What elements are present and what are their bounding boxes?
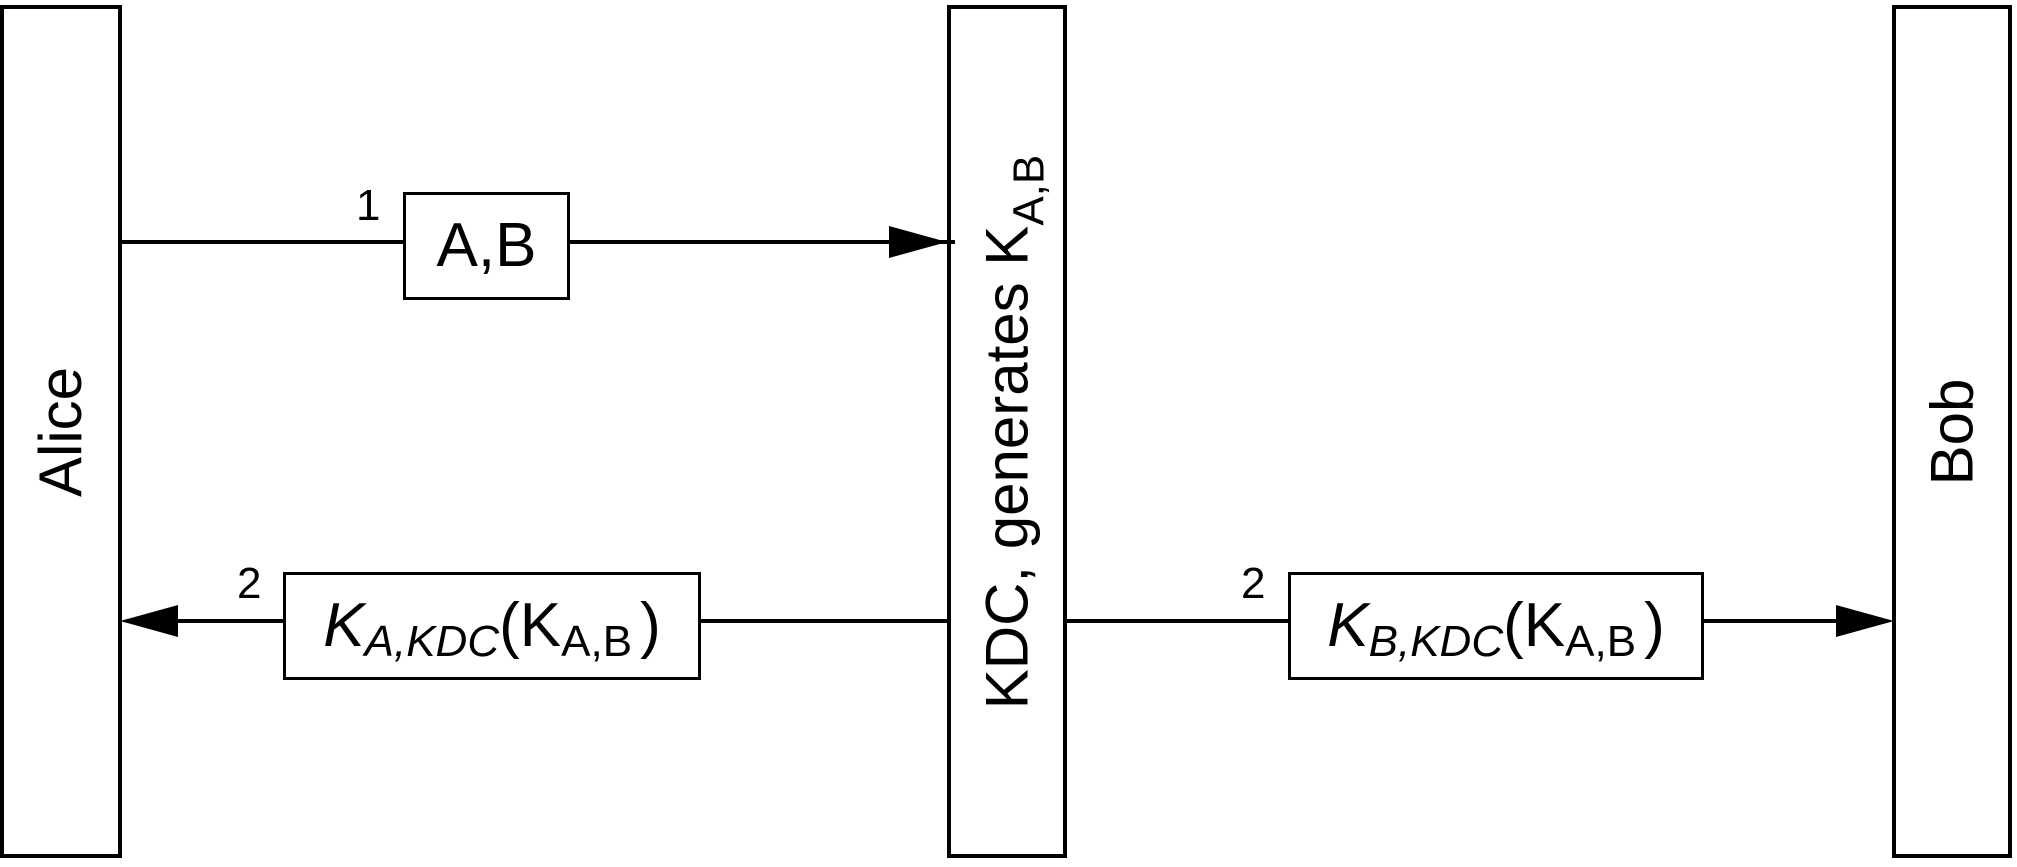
message-2-bob-arrowhead [1836,605,1894,637]
message-2-alice-key: K [323,591,365,660]
message-2-alice-key-subscript: A,KDC [364,617,500,666]
message-2-alice-step-number: 2 [237,559,262,608]
message-2-alice-inner-key: K [519,591,562,660]
kdc-lifeline: KDC, generates KA,B [947,5,1067,858]
message-2-alice-close-paren: ) [640,591,661,660]
message-1-step-number: 1 [356,181,381,230]
kdc-key: K [973,225,1041,266]
message-2-bob-close-paren: ) [1644,591,1665,660]
message-1-arrowhead [889,226,947,258]
message-1-text: A,B [436,211,537,280]
message-2-bob-key: K [1327,591,1369,660]
message-2-bob-inner-key: K [1523,591,1566,660]
alice-lifeline: Alice [0,5,122,858]
message-2-alice-inner-subscript: A,B [561,617,633,666]
bob-label: Bob [1917,378,1985,485]
message-2-bob-open-paren: ( [1503,591,1524,660]
bob-lifeline: Bob [1892,5,2012,858]
message-2-alice-open-paren: ( [499,591,520,660]
message-1-box: A,B [403,192,570,300]
message-2-bob-inner-subscript: A,B [1565,617,1637,666]
message-2-bob-step-number: 2 [1241,559,1266,608]
message-2-bob-key-subscript: B,KDC [1368,617,1504,666]
kdc-key-subscript: A,B [1004,154,1054,226]
alice-label: Alice [27,366,94,497]
kdc-label-text: KDC, generates [973,265,1041,709]
kdc-label: KDC, generates KA,B [973,154,1053,709]
message-2-alice-arrowhead [120,605,178,637]
